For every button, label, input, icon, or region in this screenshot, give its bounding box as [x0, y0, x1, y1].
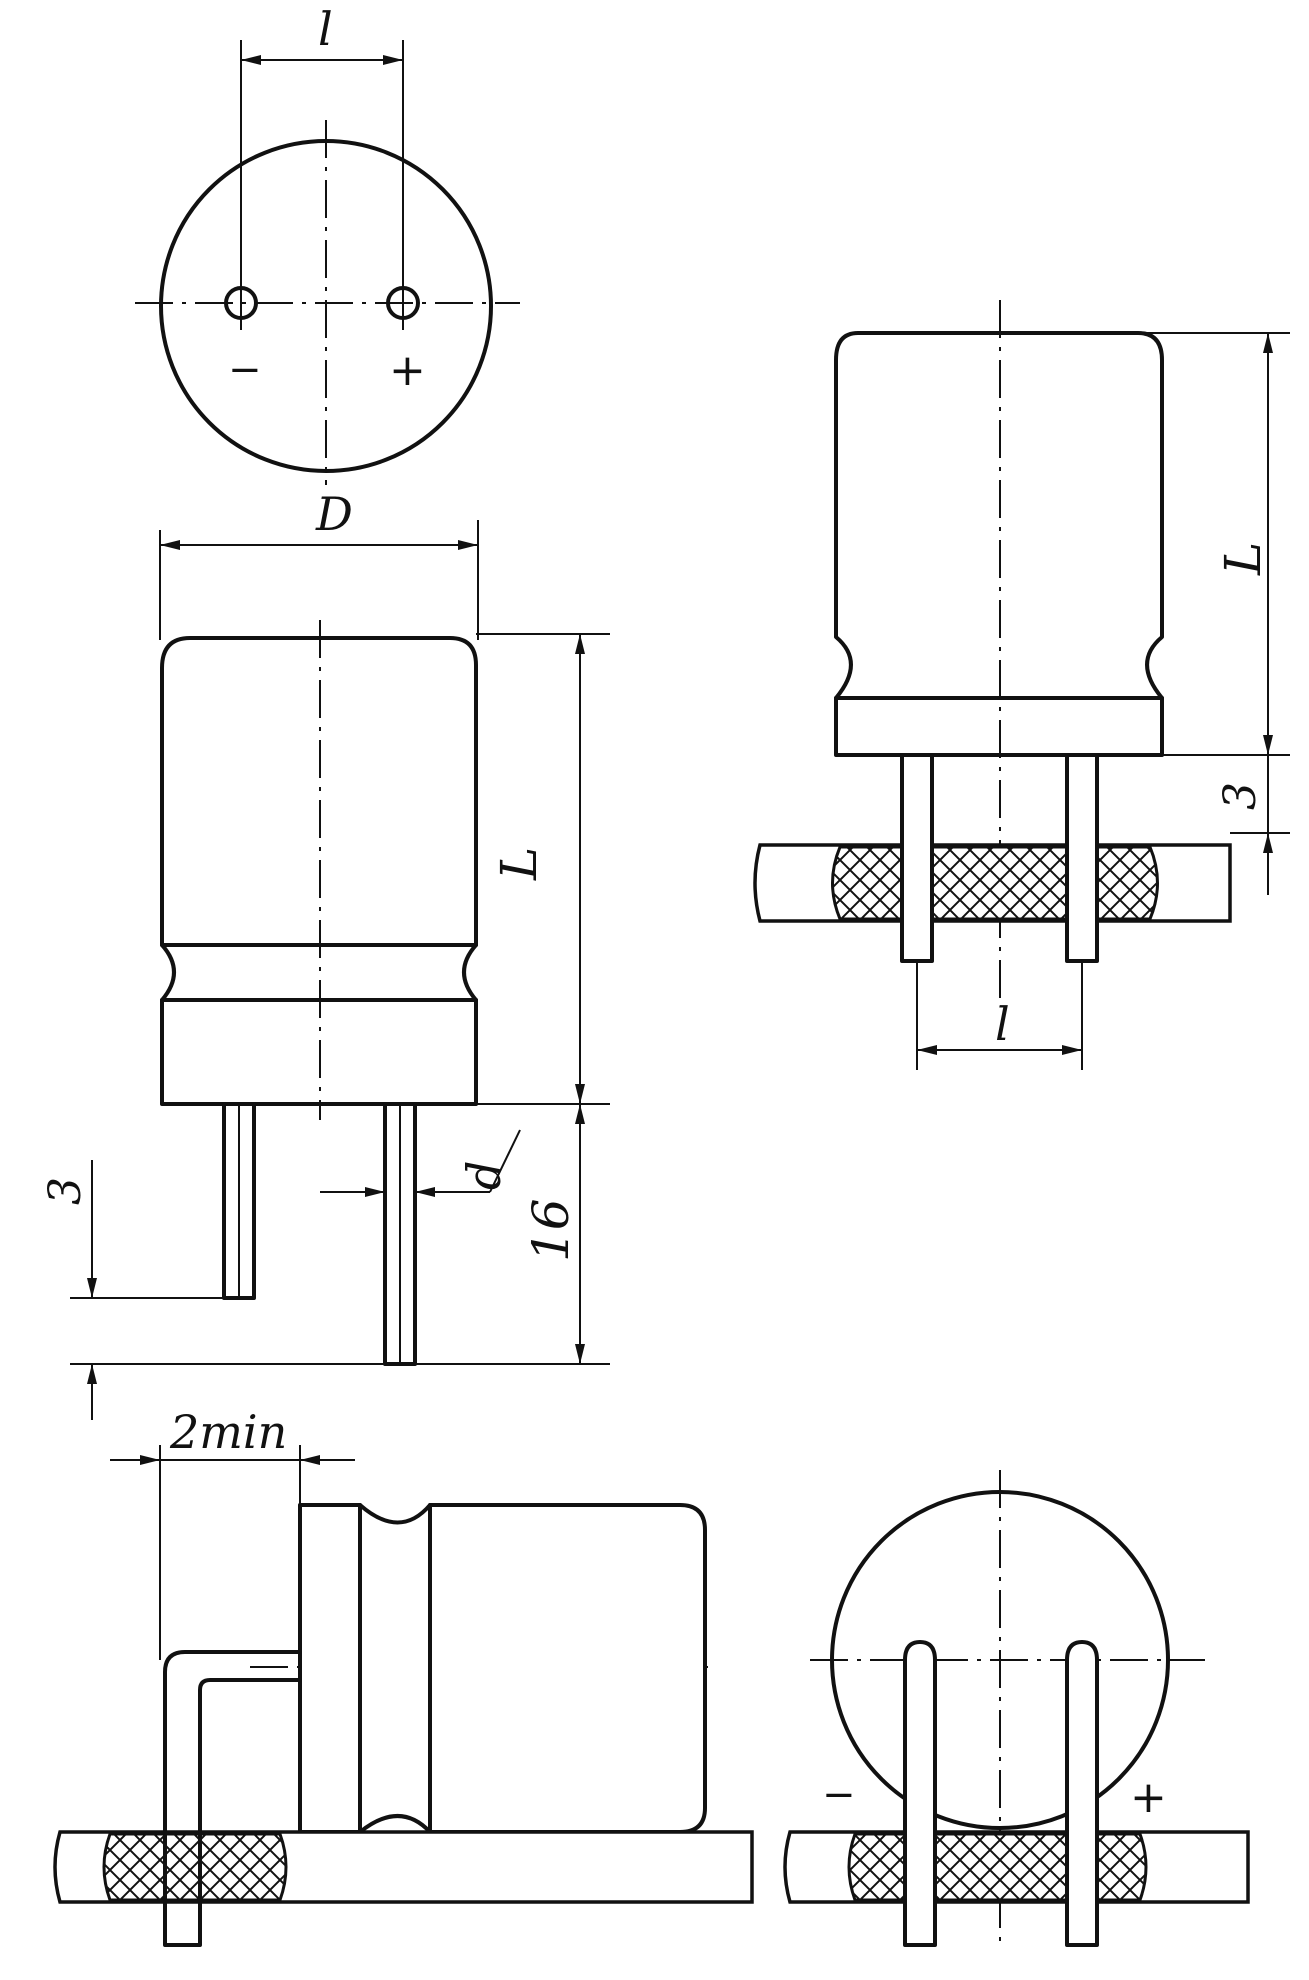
- front-view: D L 16 d 3: [40, 487, 610, 1420]
- lead-offset-label: 3: [40, 1177, 91, 1205]
- mounted-left-lead: [900, 753, 934, 963]
- lead-diameter-label: d: [457, 1161, 511, 1190]
- end-view-right-lead: [1065, 1640, 1099, 1947]
- top-view: l − +: [135, 2, 520, 485]
- bend-min-label: 2min: [169, 1405, 287, 1459]
- mount-gap-label: 3: [1215, 782, 1266, 810]
- board-hatched-section: [831, 845, 1159, 921]
- end-view-mount: − +: [783, 1470, 1250, 1947]
- length-label: L: [490, 847, 548, 881]
- end-view-minus-sign: −: [822, 1772, 856, 1818]
- diameter-label: D: [315, 487, 353, 541]
- bent-lead: [163, 1650, 302, 1947]
- end-view-board-hatched-section: [847, 1832, 1148, 1902]
- mounted-side-view: L 3 l: [753, 300, 1290, 1070]
- mounted-length-label: L: [1214, 542, 1272, 576]
- horizontal-mount-view: 2min: [53, 1405, 754, 1947]
- lead-spacing-label: l: [318, 2, 333, 56]
- mounted-lead-spacing-label: l: [995, 997, 1010, 1051]
- mounted-right-lead: [1065, 753, 1099, 963]
- horizontal-capacitor-body: [298, 1503, 707, 1834]
- lead-length-label: 16: [522, 1198, 580, 1262]
- plus-sign: +: [389, 345, 426, 396]
- lead-diameter-leader: [489, 1129, 521, 1193]
- end-view-left-lead: [903, 1640, 937, 1947]
- minus-sign: −: [228, 347, 262, 393]
- end-view-plus-sign: +: [1130, 1772, 1167, 1823]
- horizontal-board-hatched-section: [102, 1832, 288, 1902]
